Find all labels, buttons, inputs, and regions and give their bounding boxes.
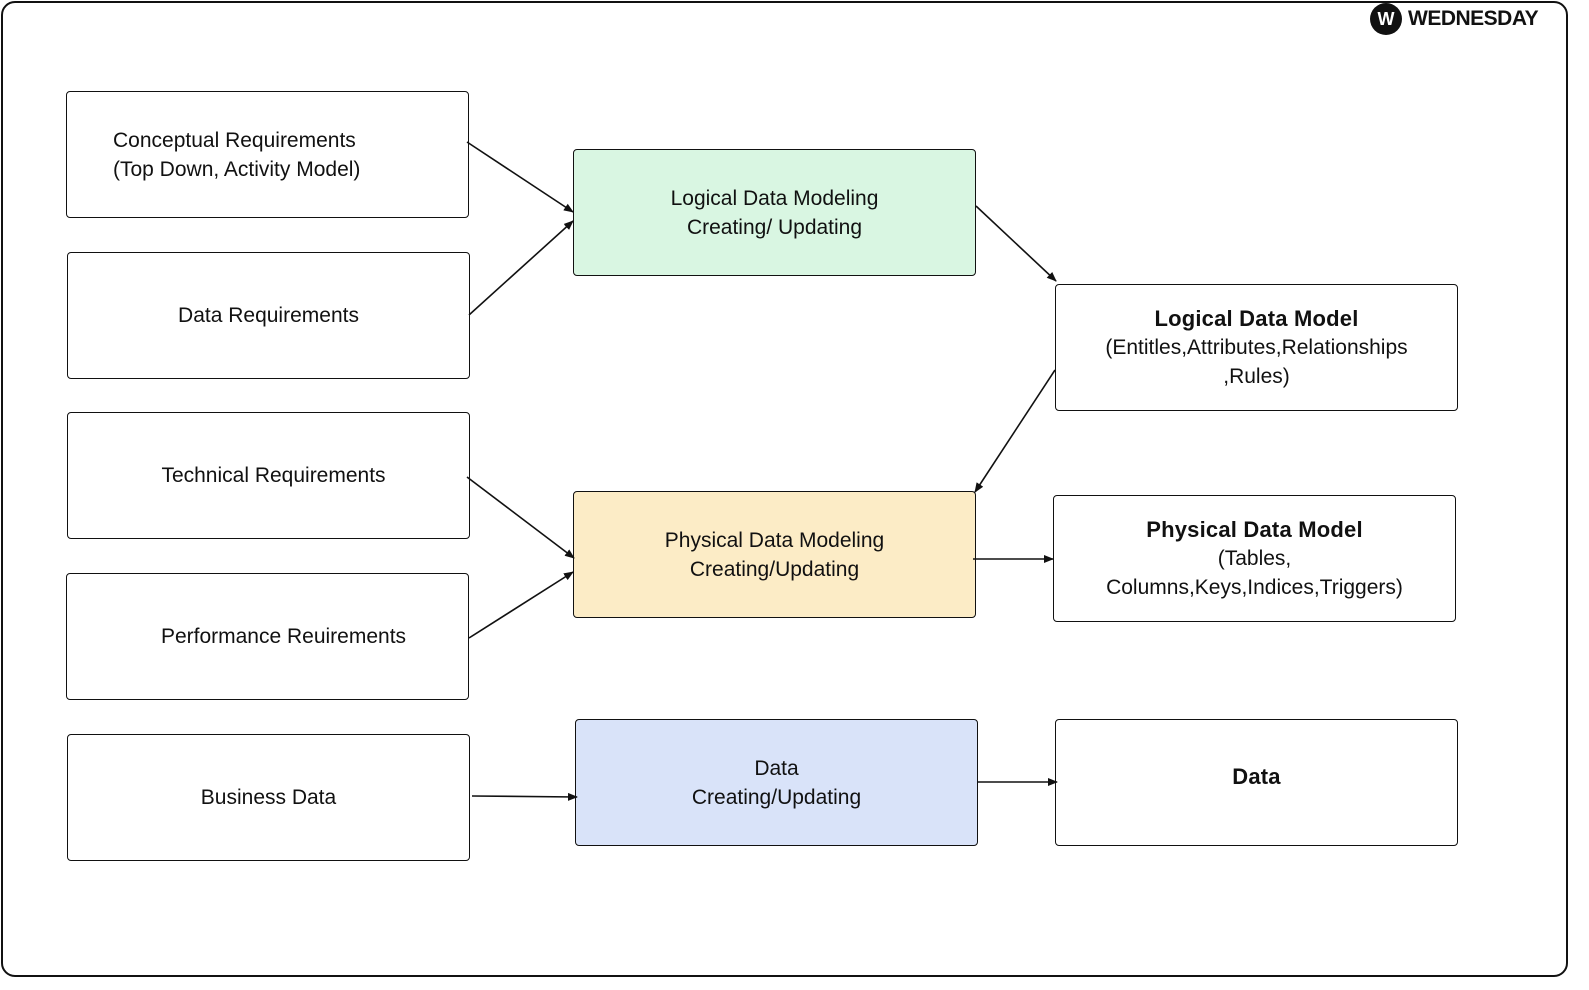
brand-name: WEDNESDAY [1408, 7, 1539, 30]
logical-data-model-box: Logical Data Model (Entitles,Attributes,… [1055, 284, 1458, 411]
business-data-box: Business Data [67, 734, 470, 861]
logical-data-model-detail: (Entitles,Attributes,Relationships [1105, 336, 1408, 359]
logical-data-modeling-label: Logical Data Modeling [670, 186, 879, 210]
logical-data-modeling-sublabel: Creating/ Updating [686, 215, 863, 239]
physical-data-model-box: Physical Data Model (Tables, Columns,Key… [1053, 495, 1456, 622]
data-requirements-label: Data Requirements [178, 304, 359, 327]
technical-requirements-box: Technical Requirements [67, 412, 470, 539]
wednesday-logo-icon: W [1370, 3, 1402, 35]
business-data-label: Business Data [200, 786, 337, 809]
data-creating-box: Data Creating/Updating [575, 719, 978, 846]
physical-data-modeling-label: Physical Data Modeling [664, 528, 885, 552]
physical-data-model-detail: (Tables, [1217, 547, 1292, 570]
data-creating-sublabel: Creating/Updating [691, 785, 862, 809]
logical-data-modeling-box: Logical Data Modeling Creating/ Updating [573, 149, 976, 276]
data-requirements-box: Data Requirements [67, 252, 470, 379]
data-creating-label: Data [754, 756, 799, 780]
physical-data-modeling-sublabel: Creating/Updating [689, 557, 860, 581]
performance-requirements-box: Performance Reuirements [66, 573, 469, 700]
brand-logo: W WEDNESDAY [1370, 2, 1539, 36]
conceptual-requirements-label: Conceptual Requirements [113, 128, 356, 152]
physical-data-model-title: Physical Data Model [1146, 517, 1363, 542]
logical-data-model-detail-2: ,Rules) [1223, 365, 1290, 388]
conceptual-requirements-box: Conceptual Requirements (Top Down, Activ… [66, 91, 469, 218]
logical-data-model-title: Logical Data Model [1154, 306, 1359, 331]
conceptual-requirements-sublabel: (Top Down, Activity Model) [113, 157, 361, 181]
performance-requirements-label: Performance Reuirements [160, 625, 407, 648]
physical-data-model-detail-2: Columns,Keys,Indices,Triggers) [1106, 576, 1403, 599]
data-output-title: Data [1232, 764, 1281, 789]
data-output-box: Data [1055, 719, 1458, 846]
technical-requirements-label: Technical Requirements [161, 464, 386, 487]
physical-data-modeling-box: Physical Data Modeling Creating/Updating [573, 491, 976, 618]
